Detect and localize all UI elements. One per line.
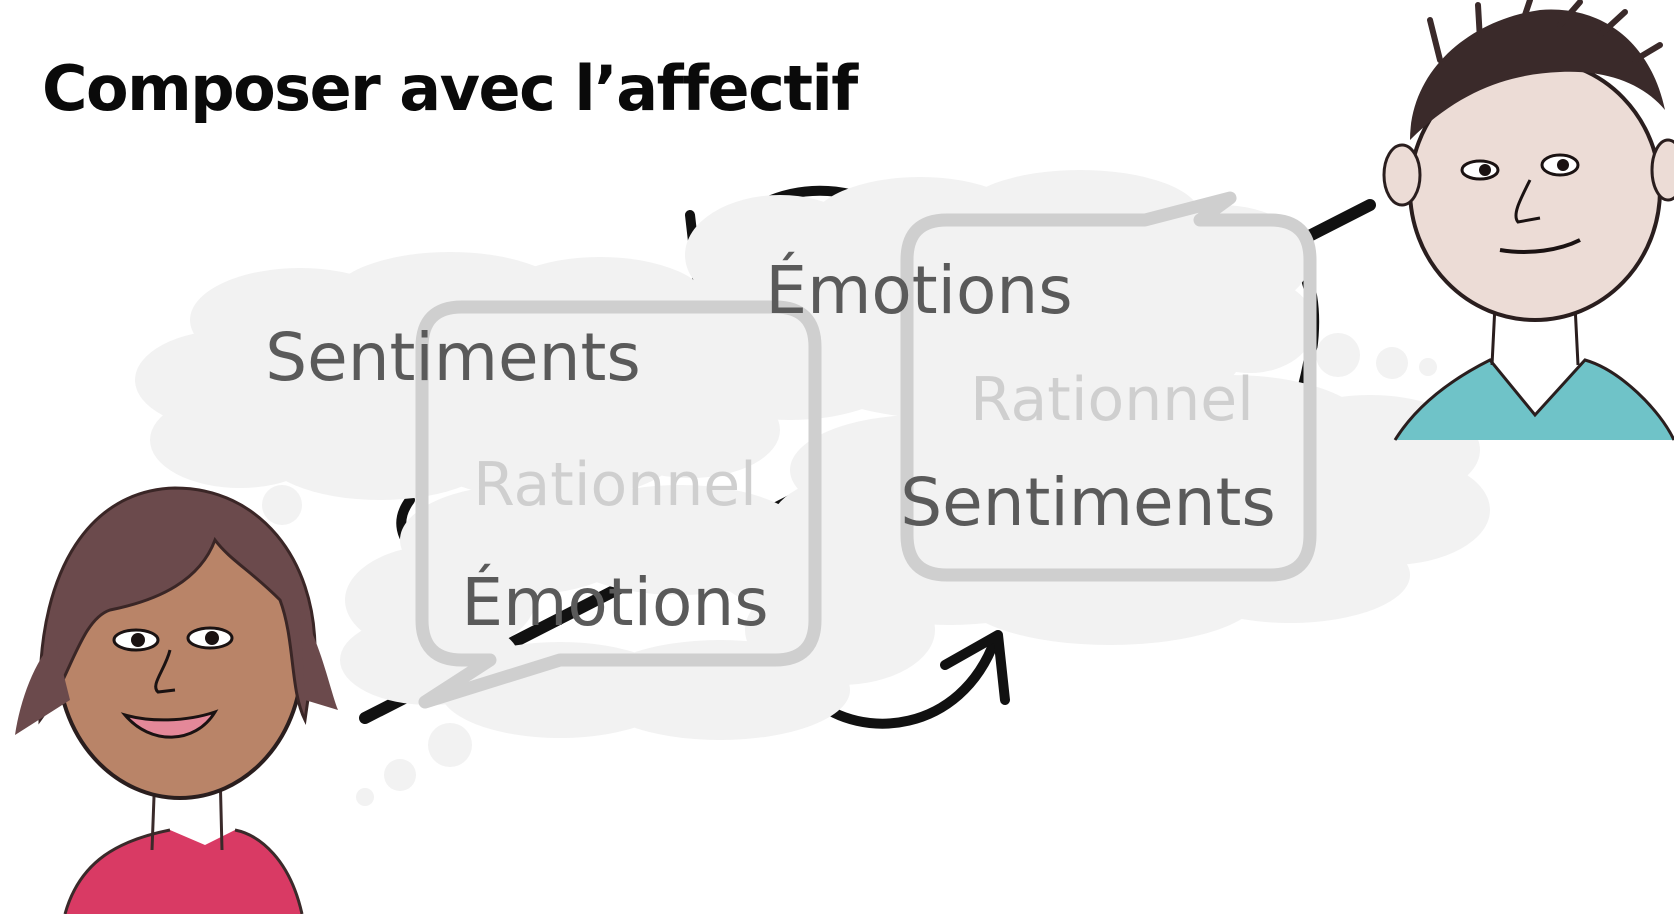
right-speech-label: Sentiments [900, 464, 1276, 541]
right-speech-bubble [900, 191, 1317, 582]
right-thought-label: Émotions [765, 251, 1072, 329]
man-avatar [1382, 0, 1674, 441]
left-speech-bubble [415, 300, 822, 709]
right-speech-faint-label: Rationnel [970, 365, 1254, 435]
woman-avatar [15, 486, 338, 914]
left-thought-label: Sentiments [265, 319, 641, 396]
left-speech-faint-label: Rationnel [473, 450, 757, 520]
page-title: Composer avec l’affectif [42, 52, 858, 125]
left-speech-label: Émotions [461, 563, 768, 641]
right-thought-cloud [625, 170, 1437, 420]
